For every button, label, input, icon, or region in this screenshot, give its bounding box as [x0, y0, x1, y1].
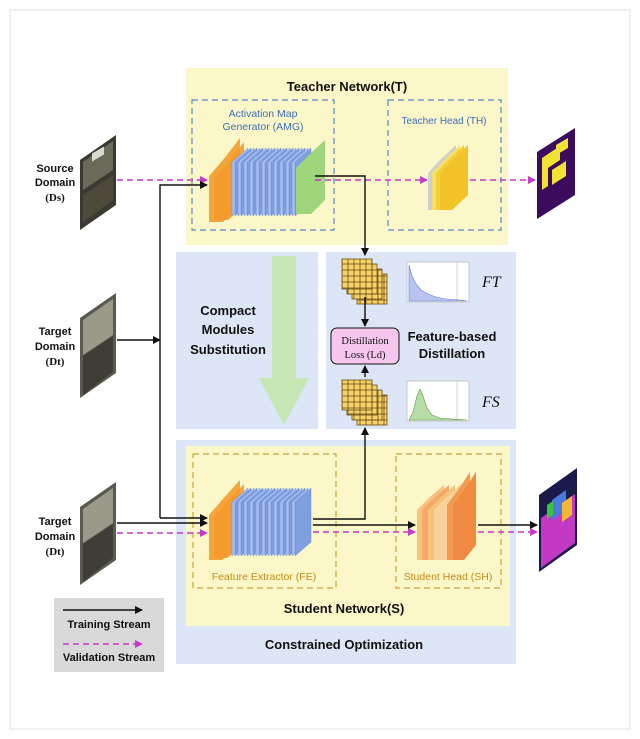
source-label-line3: (Ds): [45, 192, 65, 204]
target1-label-line3: (Dt): [46, 356, 65, 368]
student-head-box: [395, 453, 502, 589]
teacher-output-map: [537, 128, 575, 219]
loss-line2: Loss (Ld): [344, 350, 386, 361]
teacher-title: Teacher Network(T): [287, 79, 407, 94]
amg-label-line2: Generator (AMG): [222, 121, 303, 133]
teacher-head-label: Teacher Head (TH): [401, 116, 486, 127]
student-histogram: [406, 380, 470, 422]
amg-label-line1: Activation Map: [229, 108, 298, 120]
fs-label: FS: [481, 394, 500, 411]
target2-label-line2: Domain: [35, 531, 76, 543]
compact-panel: [176, 252, 318, 429]
target-image-1: [80, 293, 116, 398]
target1-label-line1: Target: [39, 326, 72, 338]
validation-arrows: [117, 176, 538, 537]
legend-validation-label: Validation Stream: [63, 652, 156, 664]
loss-line1: Distillation: [341, 336, 389, 347]
distillation-loss-box: [330, 327, 400, 365]
student-title: Student Network(S): [284, 601, 405, 616]
fe-label: Feature Extractor (FE): [212, 571, 316, 583]
target2-label-line1: Target: [39, 516, 72, 528]
feature-slab: [294, 487, 312, 557]
compact-line1: Compact: [200, 303, 256, 318]
teacher-feature-grid: [341, 258, 388, 305]
source-image: [80, 135, 116, 230]
ft-label: FT: [481, 274, 502, 291]
student-head-stack: [417, 472, 476, 560]
student-output-map: [539, 468, 577, 572]
feature-distillation-line2: Distillation: [419, 346, 486, 361]
amg-box: [191, 99, 335, 231]
teacher-histogram: [406, 261, 470, 303]
amg-feature-stack: [209, 138, 325, 222]
fe-feature-stack: [209, 480, 312, 560]
source-label-line2: Domain: [35, 177, 76, 189]
student-feature-grid: [341, 379, 388, 426]
target2-label-line3: (Dt): [46, 546, 65, 558]
constrained-label: Constrained Optimization: [265, 637, 423, 652]
compact-line2: Modules: [202, 322, 255, 337]
substitution-arrow: [259, 256, 309, 425]
compact-line3: Substitution: [190, 342, 266, 357]
feature-distillation-line1: Feature-based: [408, 329, 497, 344]
target-image-2: [80, 482, 116, 585]
source-label-line1: Source: [36, 163, 73, 175]
teacher-head-box: [387, 99, 502, 231]
fe-box: [192, 453, 337, 589]
target1-label-line2: Domain: [35, 341, 76, 353]
teacher-head-stack: [428, 145, 468, 210]
legend-training-label: Training Stream: [67, 619, 150, 631]
training-arrows: [117, 175, 538, 529]
sh-label: Student Head (SH): [404, 571, 493, 583]
